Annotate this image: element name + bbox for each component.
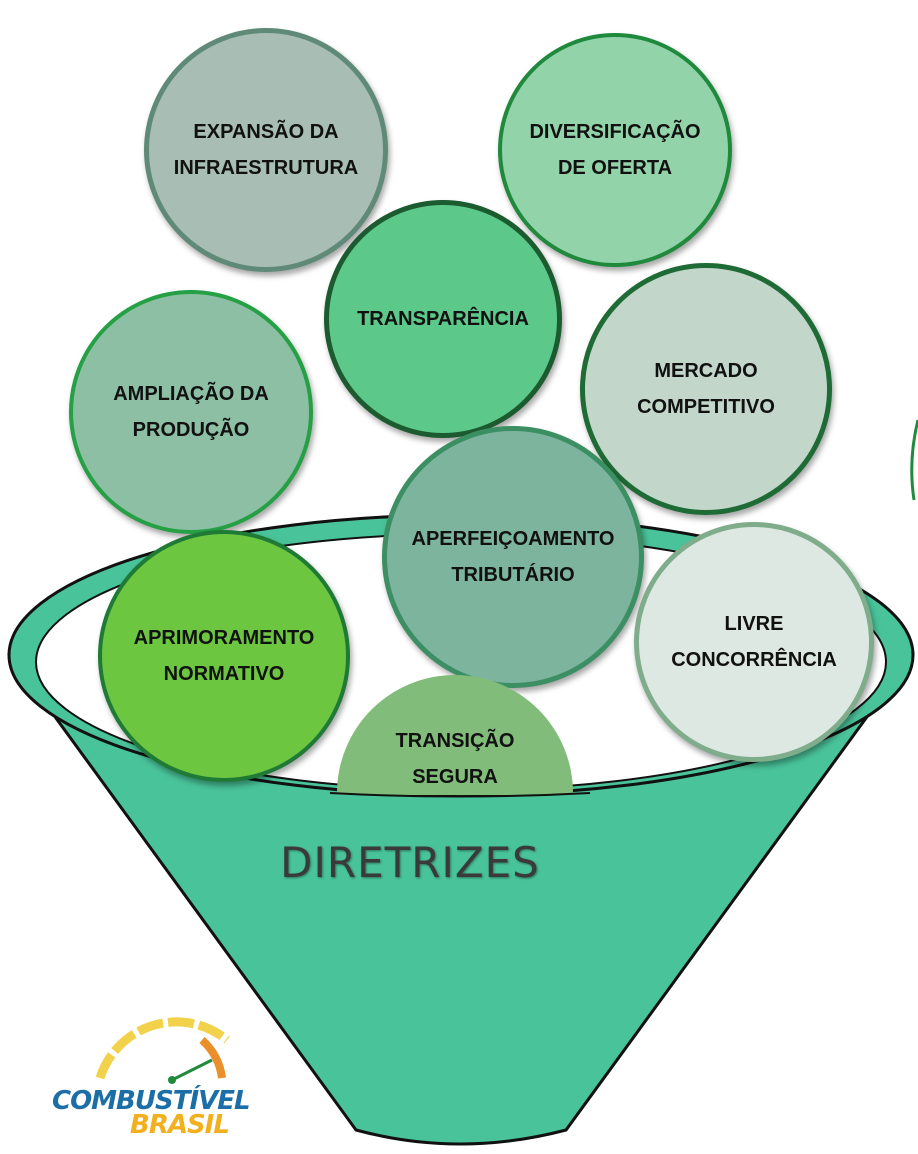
circle-label: DIVERSIFICAÇÃO DE OFERTA (529, 121, 701, 179)
circle-aprimoramento-normativo: APRIMORAMENTO NORMATIVO (98, 530, 350, 782)
circle-label: TRANSPARÊNCIA (357, 308, 529, 330)
circle-diversificacao-oferta: DIVERSIFICAÇÃO DE OFERTA (498, 33, 732, 267)
circle-mercado-competitivo: MERCADO COMPETITIVO (580, 263, 832, 515)
circle-label: APERFEIÇOAMENTO TRIBUTÁRIO (411, 528, 615, 586)
circle-label: LIVRE CONCORRÊNCIA (671, 613, 837, 671)
circle-expansao-infraestrutura: EXPANSÃO DA INFRAESTRUTURA (144, 28, 388, 272)
circle-label: AMPLIAÇÃO DA PRODUÇÃO (113, 383, 269, 441)
gauge-icon (95, 1017, 230, 1084)
circle-livre-concorrencia: LIVRE CONCORRÊNCIA (634, 522, 874, 762)
circle-label: APRIMORAMENTO NORMATIVO (133, 627, 315, 685)
combustivel-brasil-logo: COMBUSTÍVEL BRASIL (52, 1000, 282, 1140)
circle-aperfeicoamento-tributario: APERFEIÇOAMENTO TRIBUTÁRIO (382, 426, 644, 688)
circle-label: TRANSIÇÃO SEGURA (395, 730, 515, 788)
edge-arc-decoration (910, 419, 918, 501)
circle-ampliacao-producao: AMPLIAÇÃO DA PRODUÇÃO (69, 290, 313, 534)
circle-transicao-segura: TRANSIÇÃO SEGURA (337, 675, 573, 795)
circle-label: EXPANSÃO DA INFRAESTRUTURA (173, 121, 359, 179)
circle-label: MERCADO COMPETITIVO (637, 360, 775, 418)
funnel-title: DIRETRIZES (280, 838, 540, 887)
logo-line-1: COMBUSTÍVEL (52, 1086, 251, 1116)
logo-line-2: BRASIL (130, 1110, 230, 1140)
circle-transparencia: TRANSPARÊNCIA (324, 200, 562, 438)
